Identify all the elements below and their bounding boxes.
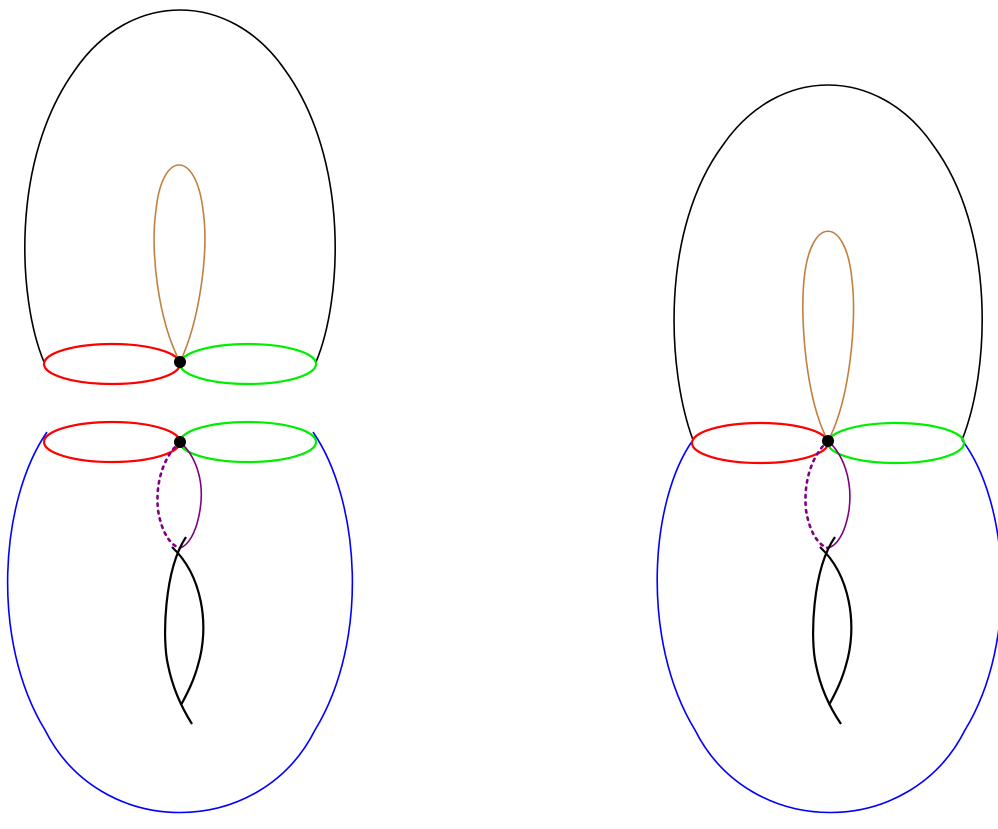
lower-outline <box>8 432 353 813</box>
left-cuff <box>44 344 180 384</box>
upper-outline <box>25 10 335 362</box>
lower-loop-solid <box>180 442 201 548</box>
crossing-strand-a <box>813 537 841 724</box>
crossing-strand-b <box>820 547 851 705</box>
right-cuff <box>180 422 316 462</box>
figure-right <box>657 85 998 813</box>
upper-loop <box>803 231 854 441</box>
left-cuff <box>44 422 180 462</box>
basepoint-dot <box>822 435 834 447</box>
upper-piece-left <box>25 10 335 384</box>
lower-loop-dotted <box>157 442 180 548</box>
lower-piece-left <box>8 422 353 813</box>
right-cuff <box>180 344 316 384</box>
upper-outline <box>674 85 982 440</box>
right-cuff <box>828 423 964 463</box>
figure-left <box>8 10 353 813</box>
basepoint-dot <box>174 436 186 448</box>
basepoint-dot <box>174 356 186 368</box>
crossing-strand-b <box>172 547 203 705</box>
lower-outline <box>657 440 998 813</box>
left-cuff <box>692 423 828 463</box>
upper-loop <box>154 165 205 362</box>
